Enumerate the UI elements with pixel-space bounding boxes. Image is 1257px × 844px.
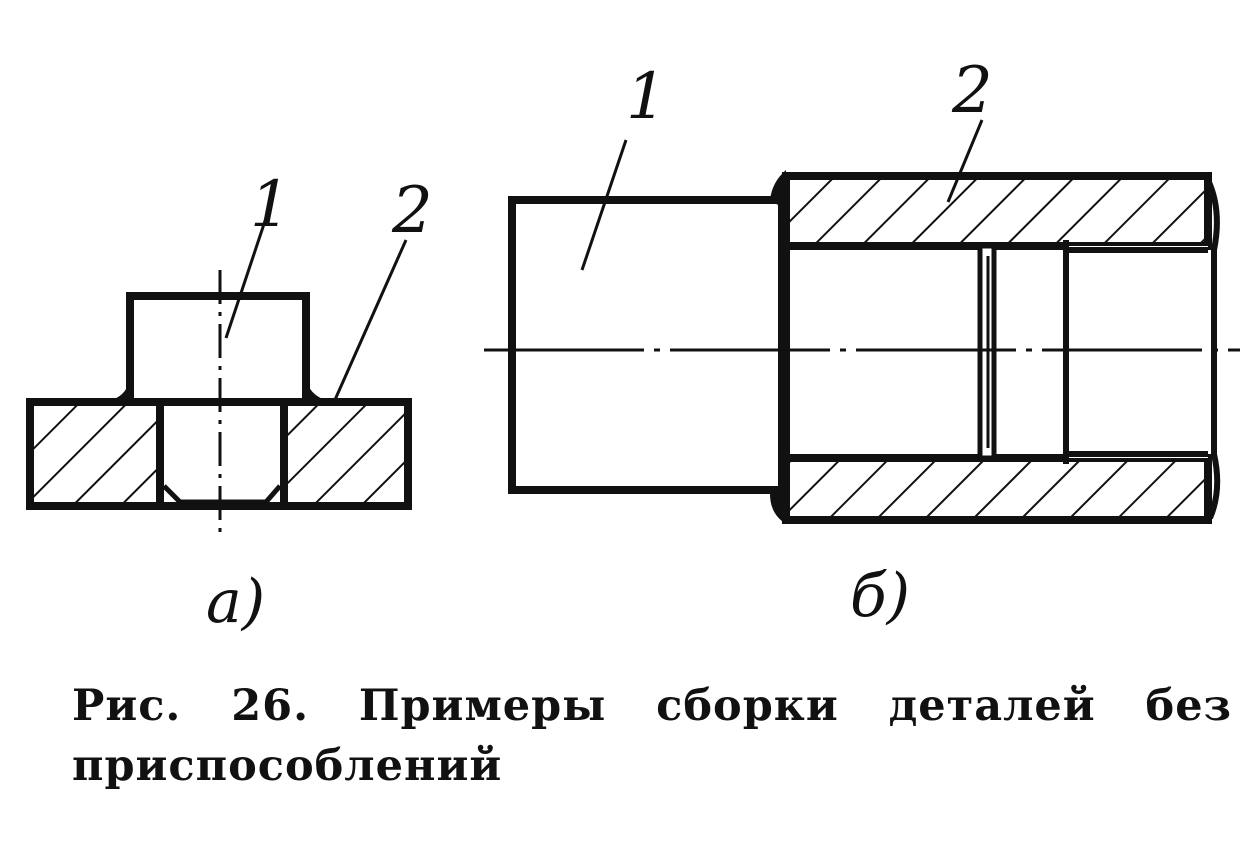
view-b-callout-2: 2 [951,54,993,128]
view-a-callout-2: 2 [391,174,433,248]
view-b-leader-1 [580,139,628,271]
view-a-part-2-right-section [280,398,412,510]
view-a-part-1 [126,292,310,406]
view-b-sublabel: б) [850,561,910,631]
view-a-bore [156,398,288,510]
view-b-part-1-shaft [508,196,786,494]
figure-caption: Рис. 26. Примеры сборки деталей без прис… [72,676,1232,796]
view-b-sleeve-right-end [1205,178,1221,520]
view-a-bore-chamfer [162,484,282,505]
caption-line-1: Рис. 26. Примеры сборки деталей без [72,681,1232,731]
view-a-weld-left [104,376,130,402]
view-a-part-2-left-section [26,398,164,510]
view-b-leader-2 [946,119,984,203]
view-a-leader-2 [332,239,408,403]
view-a-weld-right [306,376,334,402]
view-b: 1 2 б) [484,54,1240,631]
view-a-callout-1: 1 [250,168,291,242]
view-a: 1 2 а) [26,168,433,637]
view-b-counterbore-step [1066,246,1208,458]
assembly-figure: 1 2 а) 1 2 б) [26,54,1240,637]
view-b-part-2-lower-wall [782,454,1212,524]
view-a-leader-1 [224,205,272,339]
view-b-part-2-upper-wall [782,172,1212,250]
view-b-weld-upper [770,170,786,210]
view-b-callout-1: 1 [626,60,667,134]
view-b-weld-lower [770,484,786,524]
caption-line-2: приспособлений [72,741,503,791]
view-a-sublabel: а) [206,567,265,637]
